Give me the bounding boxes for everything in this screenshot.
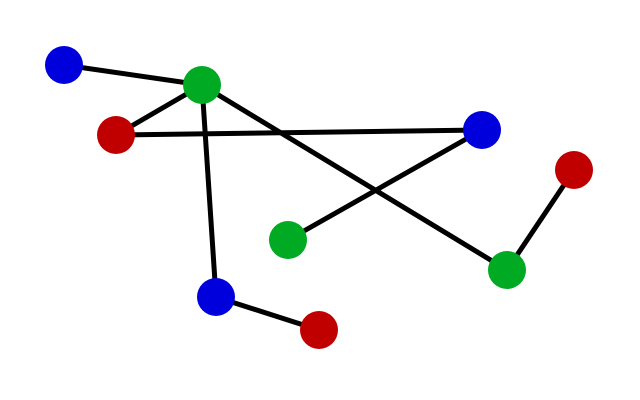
graph-node-n8 [197, 278, 235, 316]
edge-n3-n4 [113, 127, 485, 138]
graph-node-n3 [97, 116, 135, 154]
edge-n2-n8 [199, 82, 219, 300]
graph-node-n1 [45, 46, 83, 84]
graph-node-n2 [183, 66, 221, 104]
edge-n2-n7 [199, 82, 510, 273]
edge-n4-n6 [285, 127, 485, 243]
edge-n1-n2 [61, 62, 205, 88]
graph-node-n5 [555, 151, 593, 189]
graph-node-n4 [463, 111, 501, 149]
edges-layer [61, 62, 577, 333]
graph-node-n7 [488, 251, 526, 289]
graph-node-n9 [300, 311, 338, 349]
nodes-layer [45, 46, 593, 349]
edge-n7-n5 [504, 167, 577, 273]
graph-node-n6 [269, 221, 307, 259]
